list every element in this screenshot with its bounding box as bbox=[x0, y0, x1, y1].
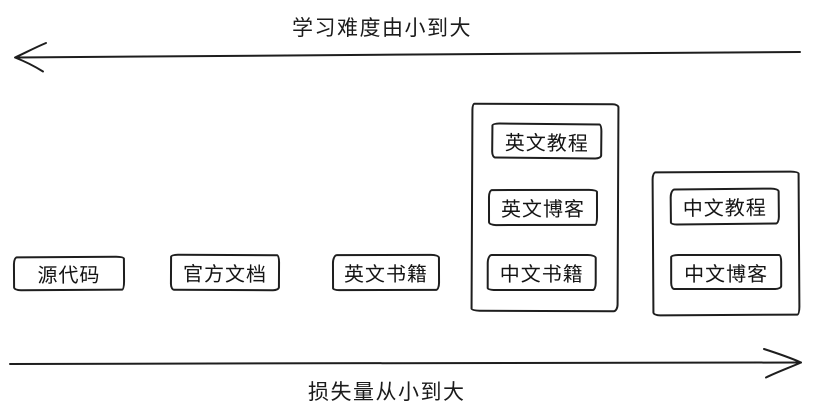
group-box-2: 中文教程 中文博客 bbox=[651, 170, 801, 317]
box-source-code: 源代码 bbox=[12, 255, 126, 292]
box-chinese-tutorials-label: 中文教程 bbox=[682, 197, 767, 221]
box-english-books: 英文书籍 bbox=[331, 253, 441, 292]
box-english-tutorials: 英文教程 bbox=[491, 122, 603, 160]
box-english-tutorials-label: 英文教程 bbox=[504, 132, 589, 155]
box-chinese-tutorials: 中文教程 bbox=[669, 187, 780, 226]
bottom-axis-label: 损失量从小到大 bbox=[308, 381, 466, 404]
box-english-blogs-label: 英文博客 bbox=[500, 198, 586, 222]
box-chinese-blogs-label: 中文博客 bbox=[684, 263, 769, 286]
top-axis-label: 学习难度由小到大 bbox=[292, 17, 472, 40]
box-english-books-label: 英文书籍 bbox=[343, 263, 429, 287]
box-chinese-books: 中文书籍 bbox=[486, 253, 597, 292]
box-official-docs-label: 官方文档 bbox=[182, 263, 268, 287]
box-source-code-label: 源代码 bbox=[37, 264, 101, 288]
box-official-docs: 官方文档 bbox=[169, 253, 281, 292]
box-english-blogs: 英文博客 bbox=[487, 188, 599, 227]
group-box-1: 英文教程 英文博客 中文书籍 bbox=[470, 102, 620, 313]
box-chinese-books-label: 中文书籍 bbox=[499, 263, 584, 287]
right-arrow bbox=[9, 348, 802, 379]
box-chinese-blogs: 中文博客 bbox=[670, 253, 783, 291]
left-arrow bbox=[14, 42, 801, 73]
